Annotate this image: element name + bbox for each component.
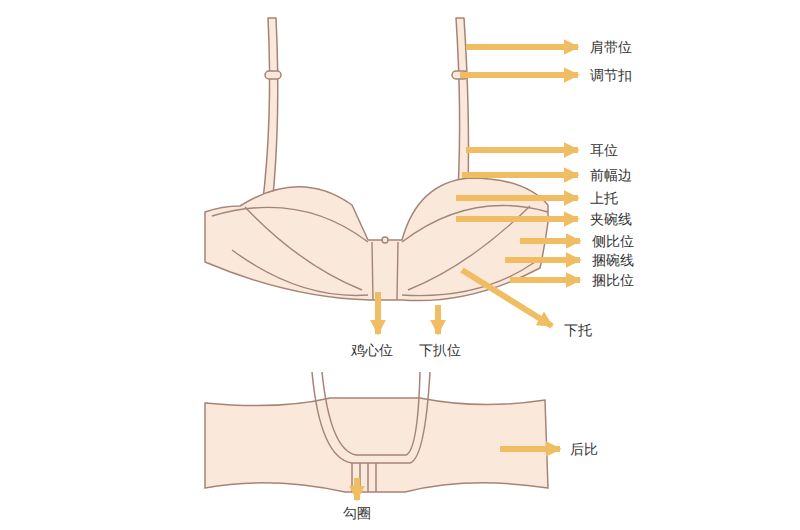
part-label: 侧比位	[590, 233, 636, 250]
part-label: 捆比位	[590, 272, 636, 289]
leader-arrows	[357, 47, 580, 500]
part-label: 前幅边	[588, 167, 634, 184]
part-label: 鸡心位	[349, 342, 395, 359]
part-label: 耳位	[588, 142, 620, 159]
part-label: 后比	[568, 441, 600, 458]
back-band	[205, 398, 548, 492]
bra-back	[205, 372, 548, 492]
part-label: 肩带位	[588, 39, 634, 56]
part-label: 上托	[588, 190, 620, 207]
part-label: 调节扣	[588, 67, 634, 84]
left-strap	[262, 18, 278, 208]
part-label: 下扒位	[417, 342, 463, 359]
part-label: 勾圈	[341, 505, 373, 522]
bra-front	[205, 18, 548, 301]
right-strap	[456, 18, 469, 190]
part-label: 下托	[562, 322, 594, 339]
part-label: 夹碗线	[588, 211, 634, 228]
part-label: 捆碗线	[590, 252, 636, 269]
left-adjuster	[265, 71, 281, 79]
